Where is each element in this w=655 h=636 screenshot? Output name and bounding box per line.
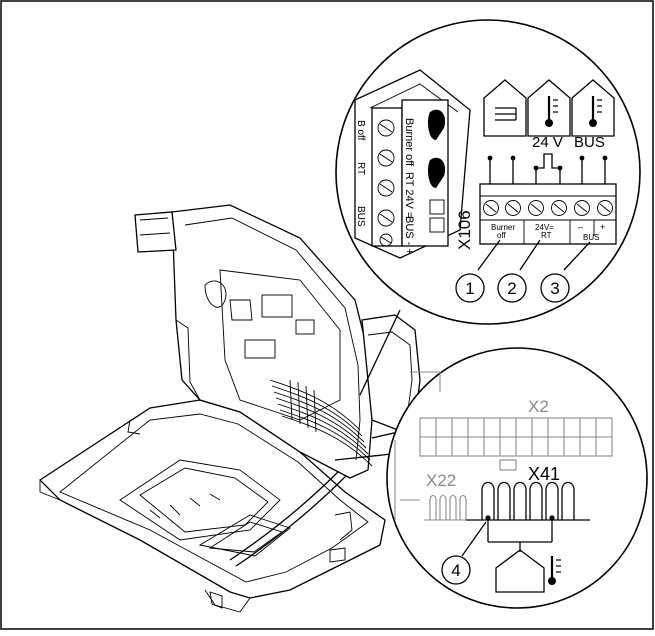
zoom-circle-x106: B off RT BUS Burner off RT 24V = BUS - + (335, 19, 641, 325)
callout-3: 3 (540, 273, 570, 303)
svg-text:3: 3 (550, 279, 559, 298)
house-thermometer-icon (527, 79, 571, 137)
plus-label: + (600, 222, 605, 232)
voltage-small-label: 24V= (535, 223, 554, 232)
svg-text:4: 4 (451, 561, 460, 580)
side-bus-label: BUS (355, 206, 366, 227)
terminal-block-x106 (479, 183, 617, 245)
bus-small-label: BUS (583, 233, 599, 242)
zoom-circle-x41: X2 X22 X41 (386, 347, 648, 609)
board-background: X2 X22 (394, 371, 613, 521)
room-thermostat-icon (495, 549, 561, 593)
side-b-off-label: B off (355, 120, 366, 141)
rt-small-label: RT (541, 231, 552, 240)
off-small-label: off (497, 231, 507, 240)
callout-1: 1 (455, 273, 485, 303)
callout-2: 2 (497, 273, 527, 303)
svg-text:2: 2 (507, 279, 516, 298)
connector-plug: B off RT BUS Burner off RT 24V = BUS - + (354, 69, 471, 259)
side-rt-label: RT (355, 162, 366, 175)
house-thermometer-icon (571, 79, 615, 137)
burner-small-label: Burner (491, 223, 515, 232)
connector-x41-label: X41 (528, 464, 560, 484)
connector-x22-label: X22 (426, 471, 456, 490)
minus-label: – (578, 222, 583, 232)
plug-burner-off-label: Burner off (403, 118, 415, 167)
svg-text:1: 1 (465, 279, 474, 298)
voltage-label: 24 V (532, 134, 563, 151)
connector-x2-label: X2 (528, 397, 549, 416)
plug-rt-24v-label: RT 24V = (403, 172, 415, 218)
callout-4: 4 (441, 555, 471, 585)
bus-label: BUS (574, 134, 605, 151)
control-box-illustration (38, 204, 451, 613)
plug-bus-label: BUS - + (403, 216, 415, 255)
house-flow-sensor-icon (483, 79, 527, 137)
terminal-block-id: X106 (455, 210, 474, 250)
